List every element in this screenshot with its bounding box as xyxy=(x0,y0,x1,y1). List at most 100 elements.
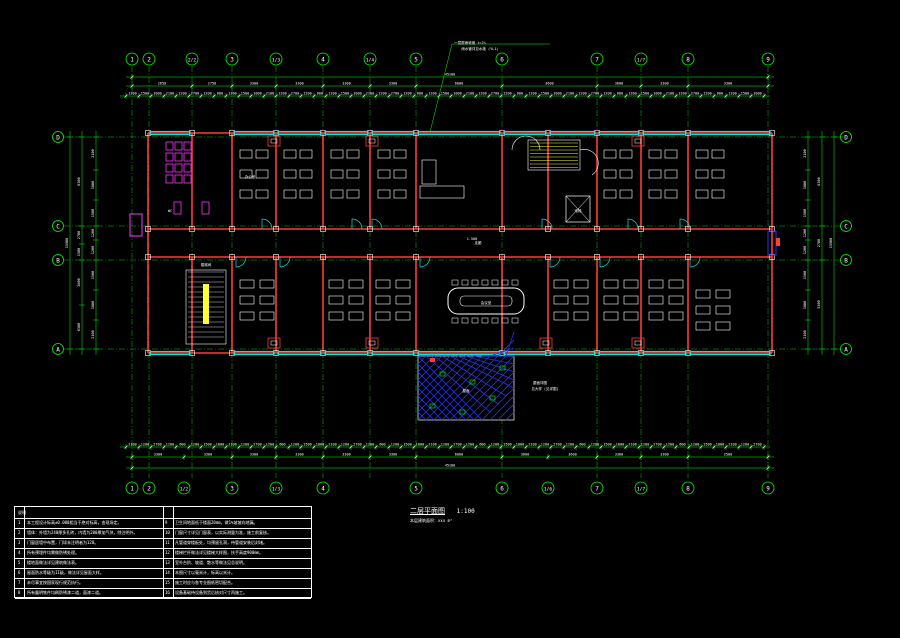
top-dim-detail-slash xyxy=(612,94,616,98)
note-text: 墙体：外墙为240厚多孔砖，内墙为200厚加气块，除注明外。 xyxy=(27,530,138,535)
bottom-dim-bays-value: 3300 xyxy=(204,453,212,457)
bottom-dim-detail-slash xyxy=(124,445,128,449)
axis-bubble-top xyxy=(409,52,423,66)
top-dim-detail-value: 1000 xyxy=(553,92,561,96)
bottom-dim-detail-value: 600 xyxy=(279,443,285,447)
desk xyxy=(393,149,407,159)
top-dim-bays-value: 2650 xyxy=(158,82,166,86)
top-dim-detail-value: 1500 xyxy=(641,92,649,96)
note-number: 4 xyxy=(18,550,21,555)
bottom-dim-detail-value: 2100 xyxy=(328,443,336,447)
top-dim-detail-slash xyxy=(624,94,628,98)
toilet-fixture xyxy=(183,141,192,151)
toilet-fixture xyxy=(165,163,174,173)
top-dim-detail-value: 1500 xyxy=(441,92,449,96)
roof-drain xyxy=(489,395,496,401)
axis-label-left: A xyxy=(56,347,60,354)
bottom-dim-detail-value: 1200 xyxy=(166,443,174,447)
cabinet xyxy=(539,337,553,349)
desk xyxy=(377,169,391,179)
end-door-marker xyxy=(776,238,780,246)
door-swing xyxy=(679,218,691,230)
window xyxy=(598,130,640,136)
bottom-dim-detail-value: 1200 xyxy=(141,443,149,447)
bottom-dim-detail-value: 1000 xyxy=(316,443,324,447)
note-text: 本图尺寸以毫米计，标高以米计。 xyxy=(175,570,235,575)
bottom-dim-detail-slash xyxy=(149,445,153,449)
desk xyxy=(695,305,711,315)
top-dim-detail-slash xyxy=(749,94,753,98)
bottom-dim-detail-value: 2100 xyxy=(528,443,536,447)
top-dim-detail-value: 1200 xyxy=(378,92,386,96)
top-dim-detail-slash xyxy=(699,94,703,98)
axis-label-top: 1/4 xyxy=(366,58,374,64)
axis-bubble-bottom xyxy=(590,481,604,495)
bottom-dim-detail-slash xyxy=(712,445,716,449)
left-dim-detail-value: 1500 xyxy=(91,209,95,217)
desk xyxy=(395,279,411,289)
bottom-dim-detail-value: 1200 xyxy=(591,443,599,447)
bottom-dim-detail-value: 600 xyxy=(579,443,585,447)
column xyxy=(229,226,235,232)
top-dim-detail-value: 1200 xyxy=(328,92,336,96)
top-dim-detail-value: 1200 xyxy=(278,92,286,96)
desk xyxy=(239,279,255,289)
top-dim-bays-slash xyxy=(639,84,643,88)
window xyxy=(277,130,322,136)
desk xyxy=(619,149,633,159)
note-number: 5 xyxy=(18,560,21,565)
axis-bubble-left xyxy=(52,220,64,232)
bottom-dim-detail-value: 2700 xyxy=(553,443,561,447)
note-col-divider xyxy=(163,507,164,597)
bottom-dim-detail-value: 1500 xyxy=(603,443,611,447)
top-dim-detail-slash xyxy=(674,94,678,98)
note-number: 9 xyxy=(165,520,168,525)
bottom-dim-detail-value: 1500 xyxy=(303,443,311,447)
axis-label-right: C xyxy=(844,224,848,231)
window xyxy=(642,350,687,356)
bottom-dim-detail-slash xyxy=(312,445,316,449)
bottom-dim-detail-value: 1200 xyxy=(691,443,699,447)
top-dim-detail-value: 1200 xyxy=(678,92,686,96)
window xyxy=(549,130,596,136)
column xyxy=(273,254,279,260)
axis-label-top: 7 xyxy=(595,57,599,64)
top-dim-detail-value: 1000 xyxy=(153,92,161,96)
desk xyxy=(377,189,391,199)
desk xyxy=(421,159,437,185)
toilet-fixture xyxy=(174,152,183,162)
bottom-dim-detail-slash xyxy=(562,445,566,449)
stair-upper xyxy=(527,139,581,171)
desk xyxy=(619,189,633,199)
toilet-fixture xyxy=(183,174,192,184)
left-dim-detail-value: 1200 xyxy=(91,229,95,237)
chair xyxy=(451,317,459,324)
toilet-fixture xyxy=(165,174,174,184)
top-dim-detail-slash xyxy=(474,94,478,98)
desk xyxy=(330,169,344,179)
chair xyxy=(471,317,479,324)
axis-bubble-bottom xyxy=(316,481,330,495)
desk xyxy=(603,189,617,199)
bottom-dim-bays-slash xyxy=(368,455,372,459)
desk xyxy=(255,149,269,159)
top-dim-detail-slash xyxy=(737,94,741,98)
left-dim-detail-value: 1500 xyxy=(91,271,95,279)
column xyxy=(594,254,600,260)
right-dim-detail-value: 2100 xyxy=(803,149,807,157)
top-dim-bays-slash xyxy=(766,84,770,88)
bottom-dim-detail-value: 600 xyxy=(479,443,485,447)
column xyxy=(189,254,195,260)
top-dim-detail-slash xyxy=(149,94,153,98)
bottom-dim-bays-slash xyxy=(686,455,690,459)
desk xyxy=(695,149,709,159)
chair xyxy=(491,279,499,286)
bottom-dim-bays-slash xyxy=(766,455,770,459)
hatch-line xyxy=(425,355,491,421)
axis-label-bottom: 9 xyxy=(766,486,770,493)
axis-bubble-top xyxy=(185,52,199,66)
right-dim-detail-value: 1500 xyxy=(803,271,807,279)
top-dim-bays-value: 3600 xyxy=(615,82,623,86)
desk xyxy=(603,149,617,159)
